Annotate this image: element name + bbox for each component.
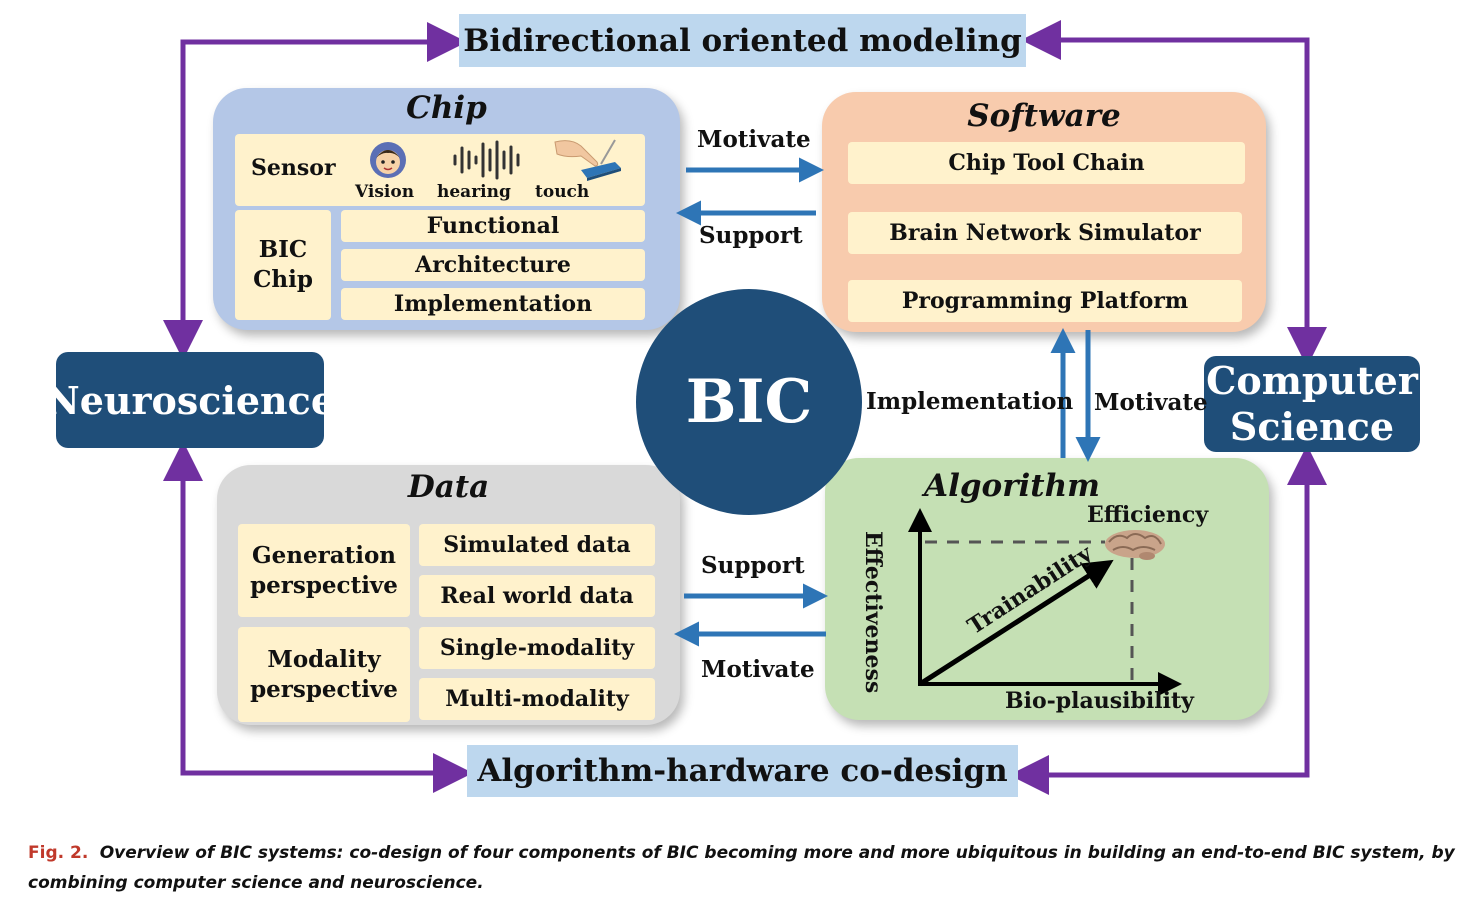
generation-line2: perspective: [250, 571, 398, 599]
software-item-platform: Programming Platform: [848, 280, 1242, 322]
arrow-label-motivate-top: Motivate: [697, 126, 811, 153]
computer-science-line2: Science: [1229, 404, 1395, 449]
sensor-label: Sensor: [251, 155, 336, 181]
arrow-label-motivate-bottom: Motivate: [701, 656, 815, 683]
bic-label: BIC: [685, 367, 813, 437]
arrow-label-implementation: Implementation: [866, 388, 1074, 415]
software-title: Software: [967, 98, 1121, 134]
data-item-real-world: Real world data: [419, 575, 655, 617]
data-item-multi-modality: Multi-modality: [419, 678, 655, 720]
arrow-label-support-bottom: Support: [701, 552, 805, 579]
bottom-banner-label: Algorithm-hardware co-design: [477, 753, 1008, 789]
sensor-row: Sensor Vision hearing: [235, 134, 645, 206]
neuroscience-box: Neuroscience: [45, 352, 335, 448]
top-banner-label: Bidirectional oriented modeling: [463, 22, 1022, 59]
figure-caption: Fig. 2. Overview of BIC systems: co-desi…: [28, 838, 1458, 898]
bic-chip-cell: BIC Chip: [235, 210, 331, 320]
software-item-simulator: Brain Network Simulator: [848, 212, 1242, 254]
chip-title: Chip: [406, 90, 487, 126]
computer-science-line1: Computer: [1206, 358, 1418, 404]
vision-face-icon: [370, 142, 406, 178]
hearing-waveform-icon: [453, 140, 520, 180]
generation-line1: Generation: [251, 541, 397, 569]
chip-item-functional: Functional: [341, 210, 645, 242]
computer-science-box: Computer Science: [1204, 356, 1420, 452]
modality-line2: perspective: [250, 675, 398, 703]
caption-fig-number: Fig. 2.: [28, 843, 89, 863]
modality-line1: Modality: [267, 645, 381, 673]
generation-perspective-cell: Generation perspective: [238, 524, 410, 617]
modality-perspective-cell: Modality perspective: [238, 627, 410, 722]
data-title: Data: [407, 469, 490, 505]
software-panel: Software Chip Tool Chain Brain Network S…: [822, 92, 1266, 332]
data-item-simulated: Simulated data: [419, 524, 655, 566]
bottom-banner: Algorithm-hardware co-design: [467, 745, 1018, 797]
algorithm-plot: [908, 508, 1182, 696]
bic-chip-line1: BIC: [258, 236, 308, 264]
chip-item-architecture: Architecture: [341, 249, 645, 281]
touch-hand-icon: [554, 139, 621, 181]
top-banner: Bidirectional oriented modeling: [459, 14, 1026, 67]
sensor-hearing-label: hearing: [437, 182, 511, 202]
chip-item-implementation: Implementation: [341, 288, 645, 320]
arrow-label-support-top: Support: [699, 222, 803, 249]
caption-text: Overview of BIC systems: co-design of fo…: [28, 843, 1455, 893]
algorithm-panel: Algorithm Efficiency Bio-plausibility Ef…: [825, 458, 1269, 720]
chip-panel: Chip Sensor Vision: [213, 88, 680, 330]
bic-chip-line2: Chip: [253, 266, 313, 293]
brain-icon: [1105, 530, 1165, 560]
sensor-touch-label: touch: [535, 182, 590, 202]
bic-circle: BIC: [636, 289, 862, 515]
efficiency-label: Efficiency: [1087, 502, 1209, 528]
arrow-label-motivate-right: Motivate: [1094, 389, 1208, 416]
sensor-vision-label: Vision: [355, 182, 415, 202]
data-item-single-modality: Single-modality: [419, 627, 655, 669]
neuroscience-label: Neuroscience: [45, 377, 335, 423]
software-item-tool-chain: Chip Tool Chain: [848, 142, 1245, 184]
bio-plausibility-label: Bio-plausibility: [1005, 688, 1194, 714]
data-panel: Data Generation perspective Modality per…: [217, 465, 680, 725]
trainability-arrow: [918, 559, 1114, 687]
algorithm-title: Algorithm: [924, 468, 1100, 504]
